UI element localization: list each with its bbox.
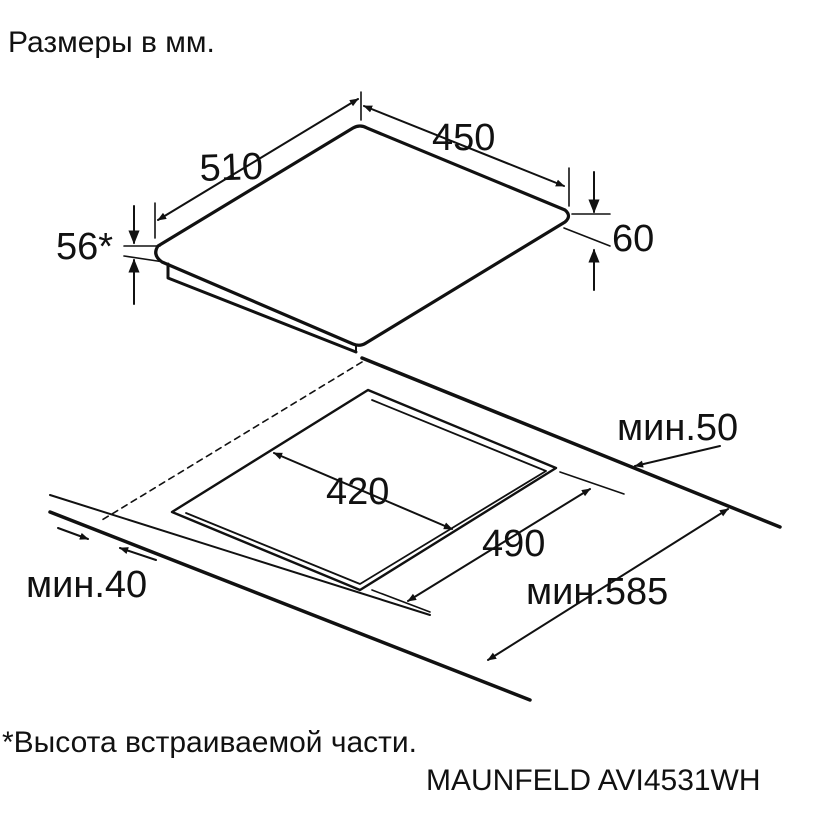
label-cutout-width: 420 xyxy=(326,471,389,513)
hob-outline xyxy=(154,124,571,354)
diagram-title: Размеры в мм. xyxy=(8,26,215,59)
label-cutout-depth: 490 xyxy=(482,523,545,565)
label-built-in-height: 56* xyxy=(56,226,113,268)
dim-min-585 xyxy=(487,508,729,661)
label-total-height: 60 xyxy=(612,218,654,260)
label-width: 450 xyxy=(432,117,495,159)
dim-height-56 xyxy=(123,205,165,305)
label-depth: 510 xyxy=(199,146,264,190)
countertop xyxy=(48,356,782,702)
dim-min-50 xyxy=(634,445,721,468)
dim-width xyxy=(360,91,570,207)
model-name: MAUNFELD AVI4531WH xyxy=(426,764,761,797)
dim-min-40 xyxy=(57,527,157,561)
label-min-front: мин.40 xyxy=(26,564,147,606)
label-min-back: мин.50 xyxy=(617,407,738,449)
dim-depth xyxy=(154,98,359,239)
dim-height-60 xyxy=(563,171,611,291)
label-min-cabinet: мин.585 xyxy=(526,571,668,613)
footnote: *Высота встраиваемой части. xyxy=(2,726,417,759)
